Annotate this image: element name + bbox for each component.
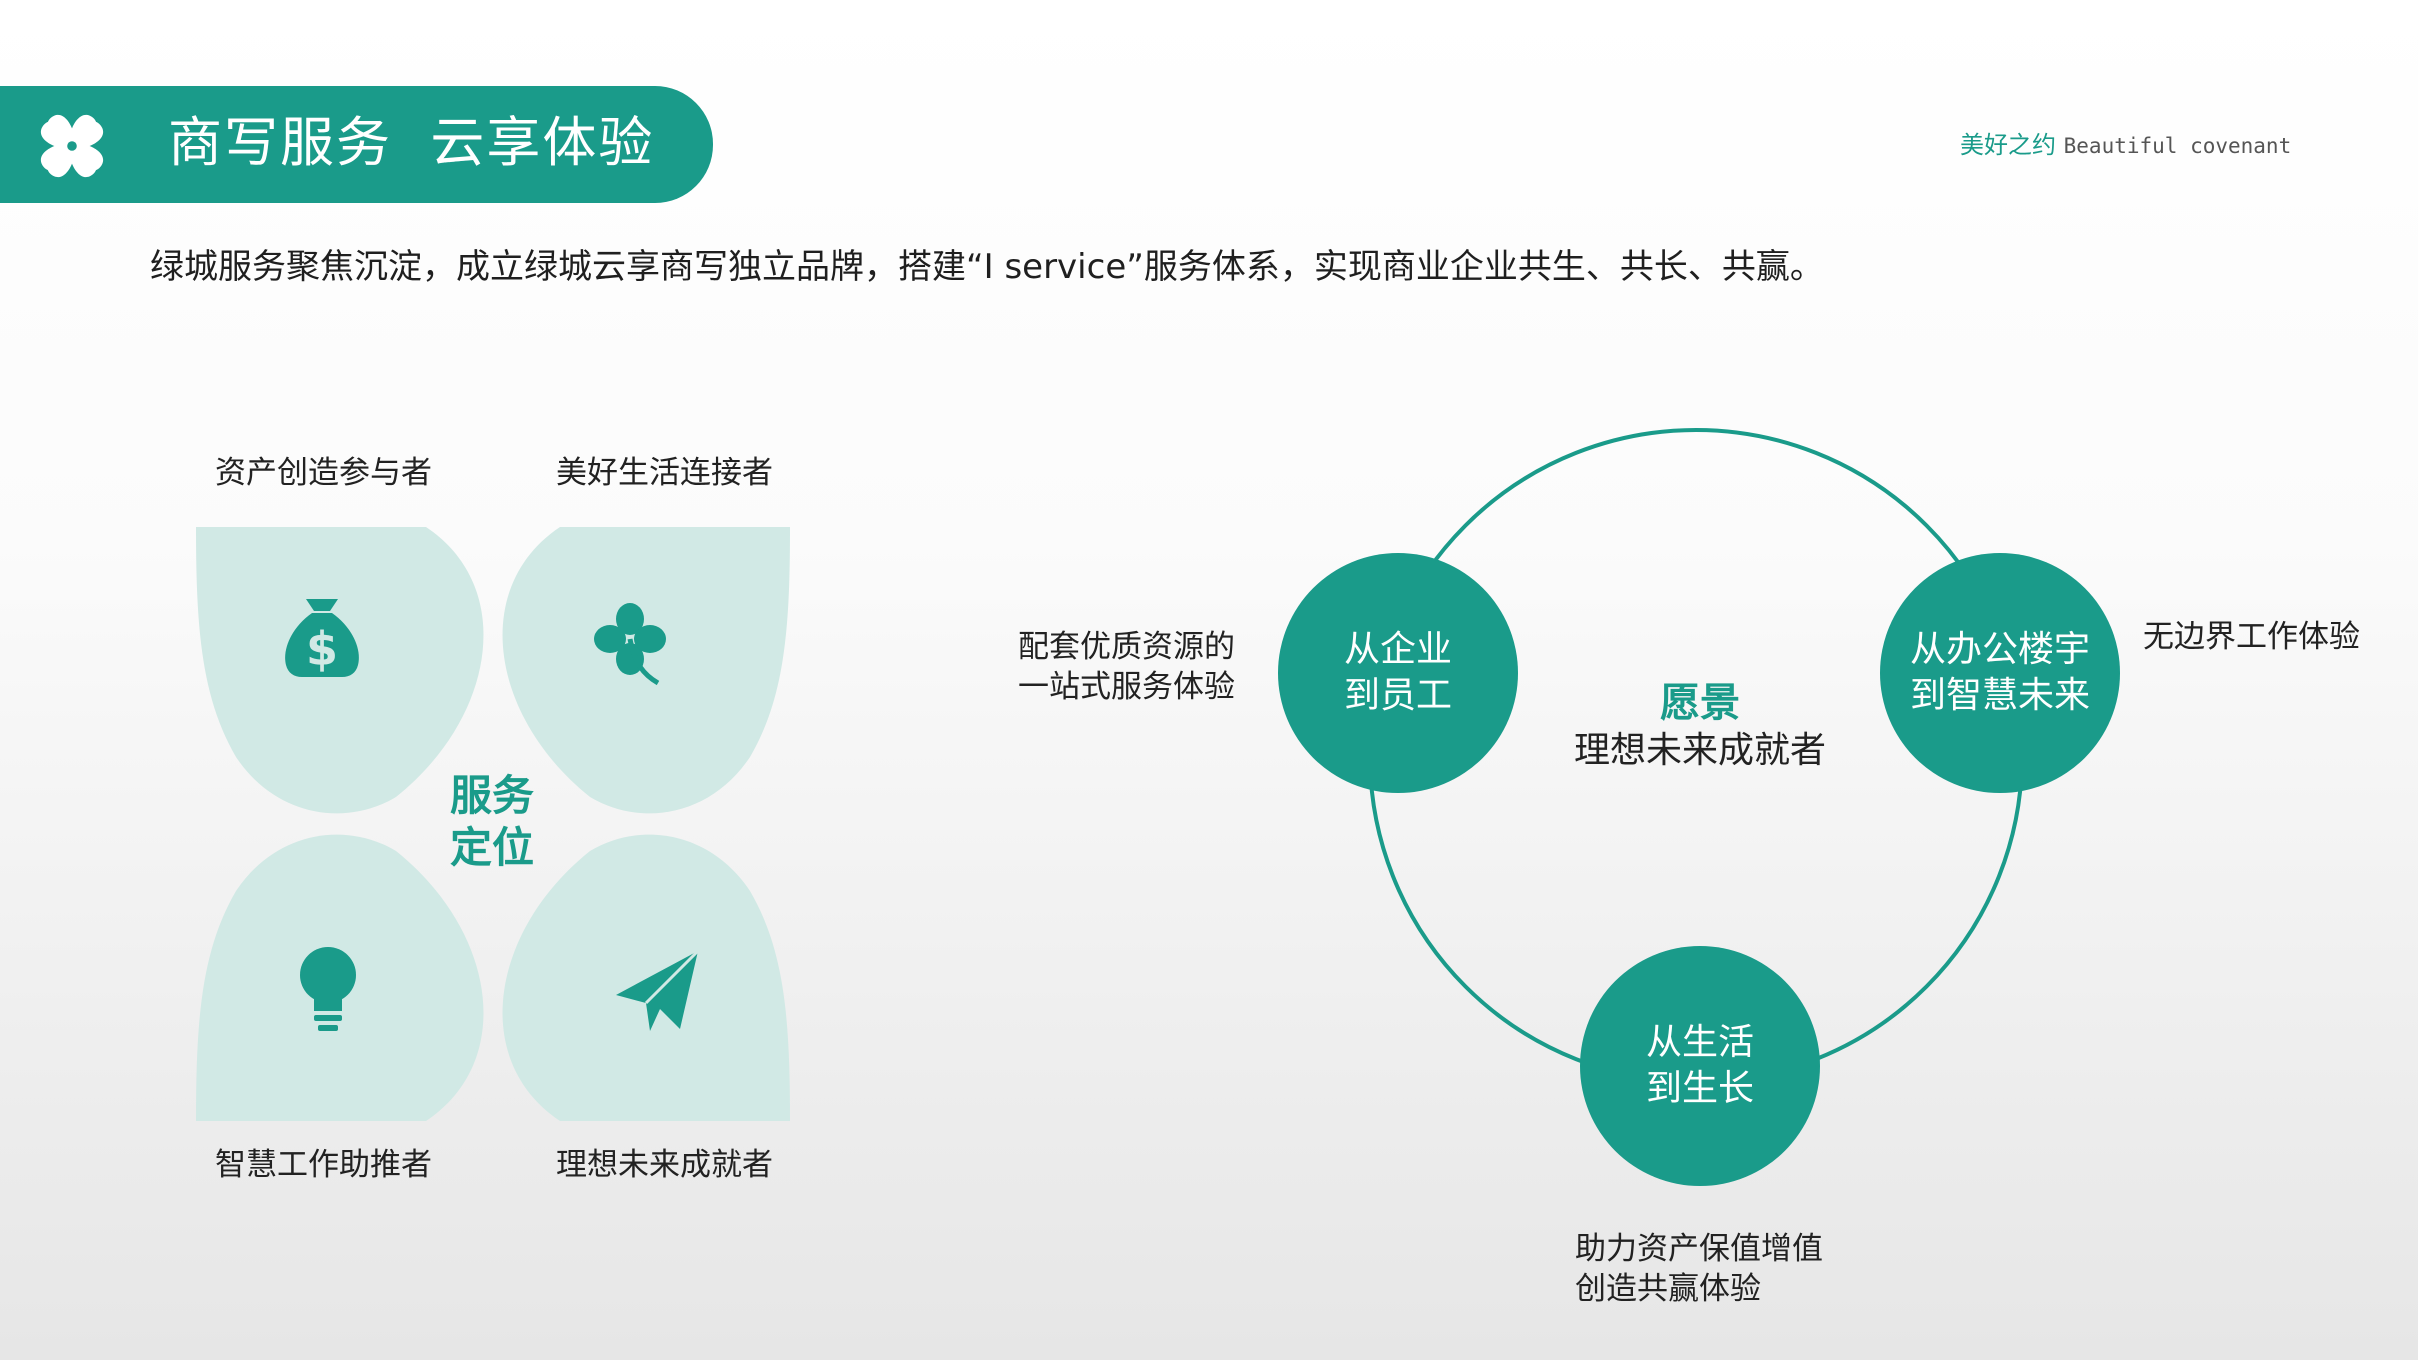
vision-desc-2: 无边界工作体验: [2143, 619, 2360, 655]
vision-desc-3: 助力资产保值增值 创造共赢体验: [1575, 1231, 1823, 1307]
money-bag-icon: $: [285, 599, 359, 677]
lightbulb-icon: [300, 947, 356, 1031]
intro-text: 绿城服务聚焦沉淀，成立绿城云享商写独立品牌，搭建“I service”服务体系，…: [150, 247, 1824, 287]
quadrant-label-4: 理想未来成就者: [556, 1147, 773, 1183]
quadrant-label-1: 资产创造参与者: [215, 455, 432, 491]
vision-subtitle: 理想未来成就者: [1573, 730, 1826, 771]
vision-node-3: 从生活 到生长: [1580, 946, 1820, 1186]
vision-center: 愿景 理想未来成就者: [1500, 678, 1900, 774]
quadrant-label-2: 美好生活连接者: [556, 455, 773, 491]
vision-desc-1: 配套优质资源的 一站式服务体验: [1018, 629, 1235, 705]
brand-en: Beautiful covenant: [2063, 134, 2292, 158]
petal-bottom-right: [502, 834, 790, 1121]
vision-node-2: 从办公楼宇 到智慧未来: [1880, 553, 2120, 793]
header-bar: [0, 86, 713, 203]
clover-logo-icon: [40, 114, 104, 178]
vision-node-1: 从企业 到员工: [1278, 553, 1518, 793]
vision-title: 愿景: [1660, 680, 1740, 726]
brand-cn: 美好之约: [1960, 131, 2056, 159]
page-title: 商写服务 云享体验: [168, 111, 655, 174]
svg-text:$: $: [306, 622, 338, 676]
positioning-center: 服务 定位: [449, 771, 534, 872]
brand-tagline: 美好之约 Beautiful covenant: [1960, 128, 2291, 163]
quadrant-label-3: 智慧工作助推者: [215, 1147, 432, 1183]
clover-icon: [594, 603, 666, 686]
petal-top-right: [502, 527, 790, 814]
paper-plane-icon: [616, 949, 700, 1031]
positioning-petals: $: [196, 527, 790, 1121]
